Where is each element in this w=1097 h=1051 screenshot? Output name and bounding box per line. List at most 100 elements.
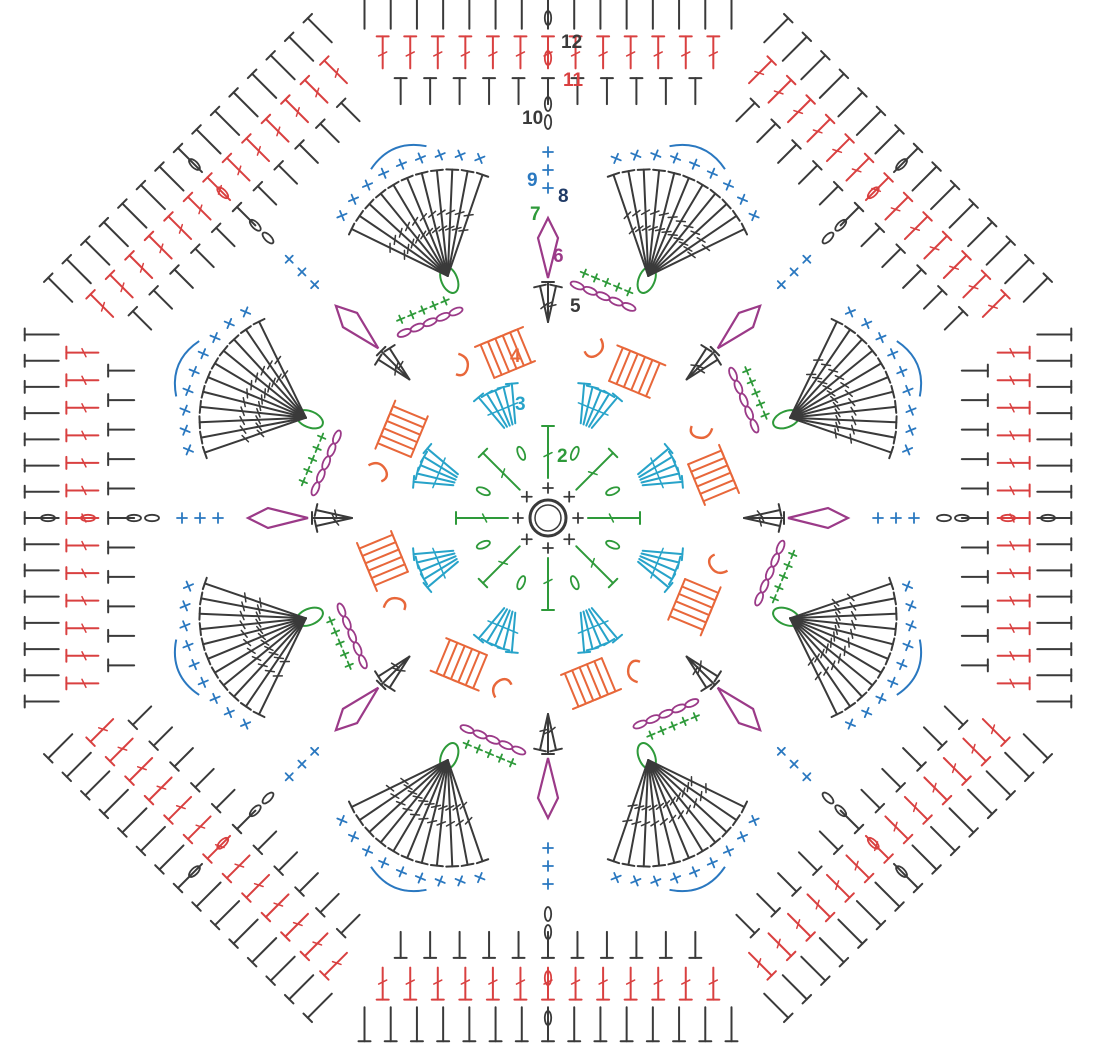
border-stitch-round-11	[998, 402, 1030, 414]
border-stitch-round-10	[108, 365, 134, 377]
round-7-group	[380, 264, 470, 339]
border-stitch-round-10	[424, 78, 436, 104]
border-stitch-round-12	[1037, 643, 1071, 655]
border-stitch-round-11	[66, 540, 98, 552]
round-7-sc	[440, 296, 450, 306]
round-4-block	[365, 401, 429, 489]
round-9-sc	[209, 331, 222, 344]
border-stitch-round-10	[757, 119, 780, 142]
round-4-turning-chain	[624, 659, 646, 684]
border-stitch-round-12	[1037, 433, 1071, 445]
border-stitch-round-10	[799, 161, 822, 184]
border-stitch-round-11	[242, 134, 269, 161]
border-stitch-round-11	[459, 968, 471, 1000]
border-stitch-round-11	[106, 271, 133, 298]
sector-7	[41, 291, 465, 532]
round-label-10: 10	[522, 108, 543, 129]
border-stitch-round-10	[962, 541, 988, 553]
round-9-sc	[874, 331, 887, 344]
border-stitch-round-10	[108, 424, 134, 436]
round-7-sc	[506, 757, 516, 767]
round-7-chain	[621, 301, 636, 312]
round-9-sc	[787, 757, 801, 771]
border-stitch-round-11	[998, 429, 1030, 441]
border-stitch-round-11	[846, 855, 873, 882]
border-stitch-round-10	[820, 831, 843, 854]
border-stitch-round-10	[924, 286, 947, 309]
round-9-arc	[670, 867, 729, 899]
round-9-sc	[434, 148, 447, 161]
round-9-sc	[901, 639, 914, 652]
border-stitch-round-11	[998, 677, 1030, 689]
round-4-turning-chain	[689, 419, 714, 441]
round-label-8: 8	[558, 186, 569, 207]
round-9-sc	[610, 152, 623, 165]
border-stitch-round-11	[514, 968, 526, 1000]
round-8-fan	[321, 118, 521, 306]
border-stitch-round-12	[857, 107, 885, 135]
round-7-chain	[764, 565, 775, 580]
round-7-sc	[462, 739, 472, 749]
border-stitch-round-11	[223, 154, 250, 181]
border-stitch-round-12	[25, 591, 59, 603]
border-stitch-round-12	[1037, 695, 1071, 707]
border-stitch-round-12	[1037, 564, 1071, 576]
border-stitch-round-12	[303, 994, 331, 1022]
round-9-sc	[844, 305, 857, 318]
border-stitch-round-12	[137, 181, 165, 209]
border-stitch-round-11	[652, 968, 664, 1000]
round-7-sc	[601, 277, 611, 287]
border-stitch-round-11	[846, 154, 873, 181]
round-1-sc	[522, 492, 532, 502]
border-stitch-round-12	[647, 0, 659, 29]
round-7-sc	[484, 748, 494, 758]
round-7-sc	[760, 410, 770, 420]
border-stitch-round-12	[25, 355, 59, 367]
border-stitch-round-11	[66, 512, 98, 524]
border-stitch-round-10	[924, 727, 947, 750]
border-stitch-round-12	[437, 0, 449, 29]
border-stitch-round-11	[66, 374, 98, 386]
border-stitch-round-11	[680, 36, 692, 68]
border-stitch-round-12	[764, 994, 792, 1022]
border-stitch-round-11	[320, 953, 347, 980]
border-stitch-round-10	[170, 748, 193, 771]
border-stitch-round-11	[66, 429, 98, 441]
border-stitch-round-12	[25, 329, 59, 341]
round-10-chain	[545, 907, 551, 921]
border-stitch-round-10	[108, 483, 134, 495]
border-stitch-round-11	[625, 36, 637, 68]
border-stitch-round-11	[66, 347, 98, 359]
sector-2	[597, 150, 1067, 620]
border-stitch-round-12	[137, 827, 165, 855]
border-stitch-round-12	[25, 564, 59, 576]
border-stitch-round-11	[769, 933, 796, 960]
border-stitch-round-12	[673, 0, 685, 29]
border-stitch-round-12	[913, 845, 941, 873]
round-9-sc	[282, 770, 296, 784]
border-stitch-round-11	[707, 36, 719, 68]
border-stitch-round-12	[594, 1007, 606, 1041]
round-9-sc	[347, 830, 360, 843]
border-stitch-round-10	[903, 265, 926, 288]
border-stitch-round-12	[838, 88, 866, 116]
round-7-sc	[624, 286, 634, 296]
round-9-sc	[543, 165, 553, 175]
border-stitch-round-11	[998, 567, 1030, 579]
border-stitch-round-12	[725, 1007, 737, 1041]
border-stitch-round-11	[944, 251, 971, 278]
border-stitch-round-12	[1024, 734, 1052, 762]
border-stitch-round-10	[841, 203, 864, 226]
round-7-group	[570, 240, 660, 315]
border-stitch-round-11	[320, 56, 347, 83]
round-9-sc	[543, 147, 553, 157]
border-stitch-round-11	[652, 36, 664, 68]
round-7-chain	[331, 429, 342, 444]
magic-ring-inner	[535, 505, 561, 531]
border-stitch-round-10	[962, 571, 988, 583]
border-stitch-round-12	[621, 1007, 633, 1041]
border-stitch-round-10	[778, 140, 801, 163]
round-7-sc	[429, 300, 439, 310]
round-8-stitch	[197, 585, 306, 658]
